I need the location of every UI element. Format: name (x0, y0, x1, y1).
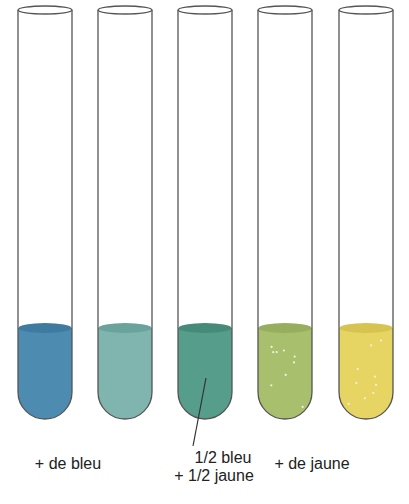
liquid-surface (179, 323, 232, 333)
liquid (178, 328, 232, 419)
particle (348, 403, 350, 405)
caption-label: + de bleu (13, 455, 123, 473)
test-tube (178, 6, 232, 419)
liquid (18, 328, 72, 419)
tube-mouth (258, 6, 312, 14)
particle (276, 351, 278, 353)
tube-mouth (98, 6, 152, 14)
particle (302, 406, 304, 408)
liquid (258, 328, 312, 419)
tube-glass (98, 10, 152, 419)
test-tube (339, 6, 393, 419)
test-tubes (18, 6, 393, 419)
liquid (98, 328, 152, 419)
tube-mouth (178, 6, 232, 14)
particle (374, 376, 376, 378)
particle (364, 397, 366, 399)
tube-glass (178, 10, 232, 419)
tube-glass (339, 10, 393, 419)
liquid-surface (340, 323, 393, 333)
liquid-surface (259, 323, 312, 333)
particle (355, 382, 357, 384)
particle (380, 339, 382, 341)
particle (357, 368, 359, 370)
particle (272, 351, 274, 353)
particle (293, 361, 295, 363)
tube-mouth (18, 6, 72, 14)
tube-glass (18, 10, 72, 419)
particle (294, 355, 296, 357)
particle (375, 384, 377, 386)
particle (370, 344, 372, 346)
particle (285, 374, 287, 376)
test-tube (258, 6, 312, 419)
particle (270, 346, 272, 348)
tube-glass (258, 10, 312, 419)
caption-label: 1/2 bleu + 1/2 jaune (170, 449, 258, 485)
test-tube (98, 6, 152, 419)
particle (283, 349, 285, 351)
liquid (339, 328, 393, 419)
particle (270, 384, 272, 386)
particle (372, 392, 374, 394)
liquid-surface (19, 323, 72, 333)
leader-line (193, 378, 206, 446)
tube-mouth (339, 6, 393, 14)
caption-label: + de jaune (252, 455, 372, 473)
liquid-surface (99, 323, 152, 333)
test-tube (18, 6, 72, 419)
